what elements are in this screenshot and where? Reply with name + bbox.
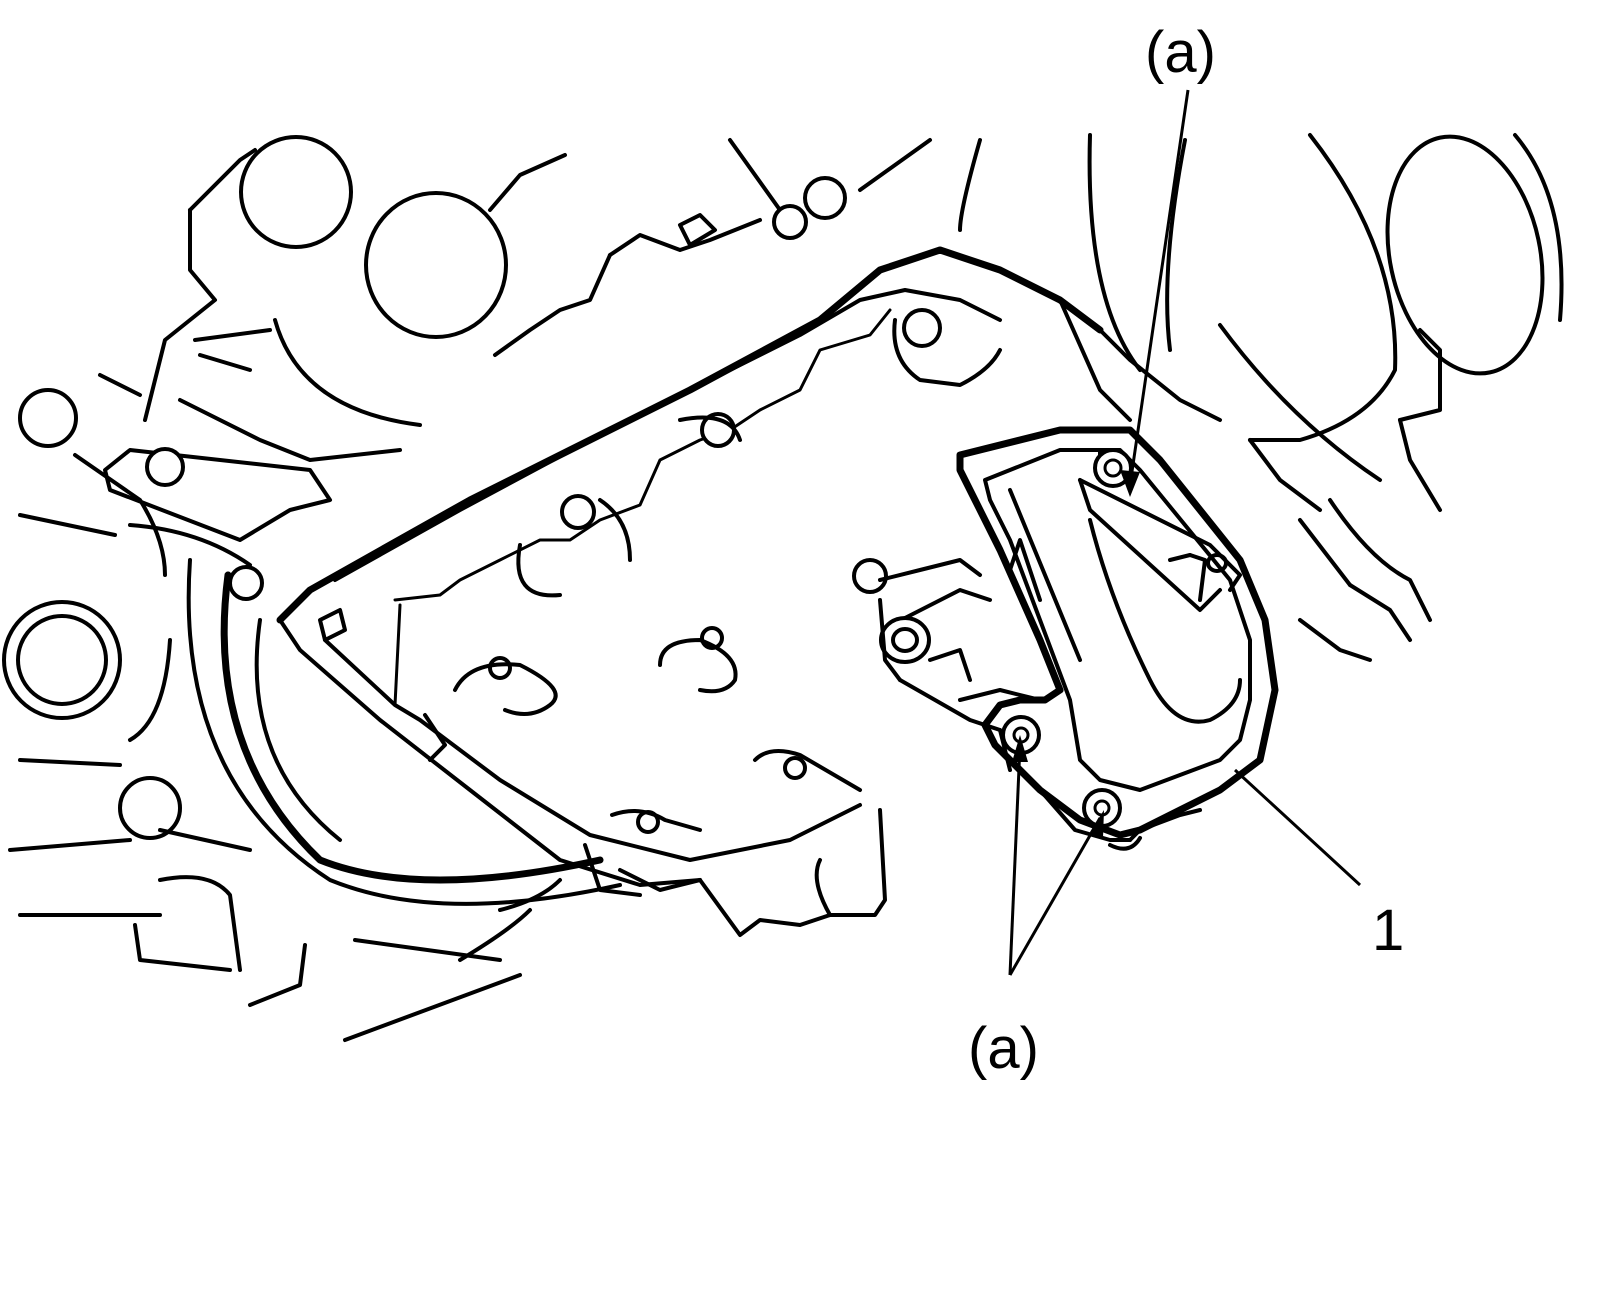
arrow-bottom-a-left	[1012, 735, 1028, 762]
leader-bottom-a-left	[1008, 744, 1022, 976]
bracket-left	[103, 447, 332, 601]
label-part-number: 1	[1372, 898, 1404, 963]
oil-pan-body	[276, 246, 1104, 937]
leader-bottom-a-right	[1008, 817, 1102, 976]
engine-block-upper	[493, 133, 1564, 662]
leader-part-1	[1233, 768, 1362, 887]
part-1-cover	[956, 426, 1279, 851]
leader-top-a	[1128, 89, 1190, 486]
label-bolt-bottom: (a)	[968, 1016, 1039, 1081]
engine-block-left	[2, 135, 567, 1042]
timing-cover-ring	[186, 558, 622, 906]
pan-bolts	[453, 308, 1002, 834]
arrow-bottom-a-right	[1090, 810, 1104, 838]
leader-lines	[1008, 89, 1362, 976]
label-bolt-top: (a)	[1145, 20, 1216, 85]
arrow-top-a	[1120, 470, 1140, 497]
